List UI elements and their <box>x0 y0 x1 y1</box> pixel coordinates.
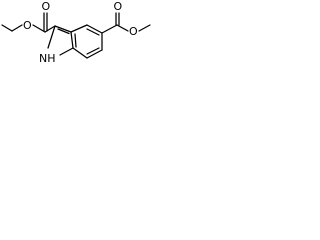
atom-o-ethyl-carbonyl: O <box>42 0 51 13</box>
bond-c3a-c4 <box>70 24 88 33</box>
bond-c4-c5 <box>86 24 103 34</box>
bond-carbonyl-to-c2 <box>44 25 56 33</box>
atom-o-methyl-carbonyl: O <box>114 0 123 13</box>
bond-c3-c3a <box>70 31 74 49</box>
bond-c7a-c3a-inner <box>74 33 77 48</box>
bond-c4-c5-inner <box>86 28 100 36</box>
atom-o-methyl-ether: O <box>129 25 138 38</box>
bond-ester-o-carbonyl-carbon <box>32 24 46 33</box>
atom-nh: NH <box>39 52 56 65</box>
bond-c2-c3-inner <box>57 28 70 35</box>
molecule-canvas: O O NH O O <box>0 0 166 84</box>
bond-c2-c3 <box>54 25 72 33</box>
bond-o-ether-to-methyl <box>138 24 151 32</box>
bond-carbonyl-to-o-ether <box>116 24 129 32</box>
bond-c5-carbonyl-carbon <box>101 24 118 34</box>
bond-ethyl-ch2-o <box>11 24 23 32</box>
bond-ethyl-ch3-ch2 <box>1 24 13 32</box>
bond-n1-c2 <box>47 25 56 49</box>
bond-c6-c7 <box>86 49 103 59</box>
bond-c6-c7-inner <box>86 47 100 55</box>
atom-o-ethyl-ether: O <box>23 19 32 32</box>
bond-c7a-n1 <box>59 47 74 56</box>
bond-c7-c7a <box>72 47 88 59</box>
molecule-structure: O O NH O O <box>1 0 151 65</box>
